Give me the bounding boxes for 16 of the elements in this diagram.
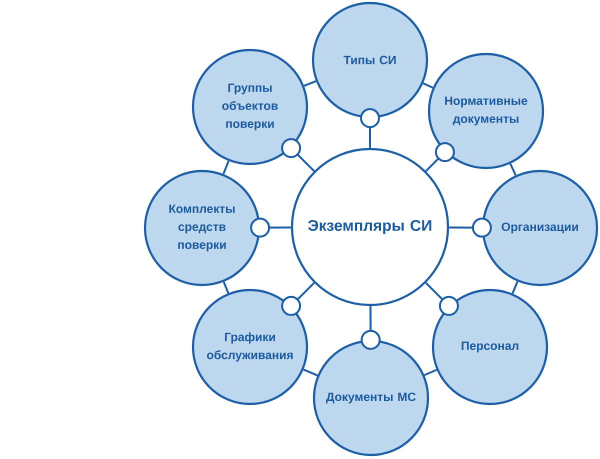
connector-line <box>281 138 315 172</box>
connector-line <box>281 282 315 316</box>
connector-line <box>424 368 437 376</box>
connector-line <box>425 142 455 172</box>
connector-line <box>512 281 518 294</box>
connector-line <box>360 108 380 148</box>
connector-line <box>250 218 291 238</box>
connector-line <box>303 368 318 376</box>
connector-line <box>222 282 230 294</box>
connector-line <box>425 282 459 316</box>
connector-line <box>422 82 434 89</box>
connector-line <box>360 306 381 350</box>
connector-line <box>304 80 316 87</box>
connector-line <box>449 218 492 238</box>
connector-line <box>509 163 517 176</box>
connector-line <box>222 160 230 174</box>
